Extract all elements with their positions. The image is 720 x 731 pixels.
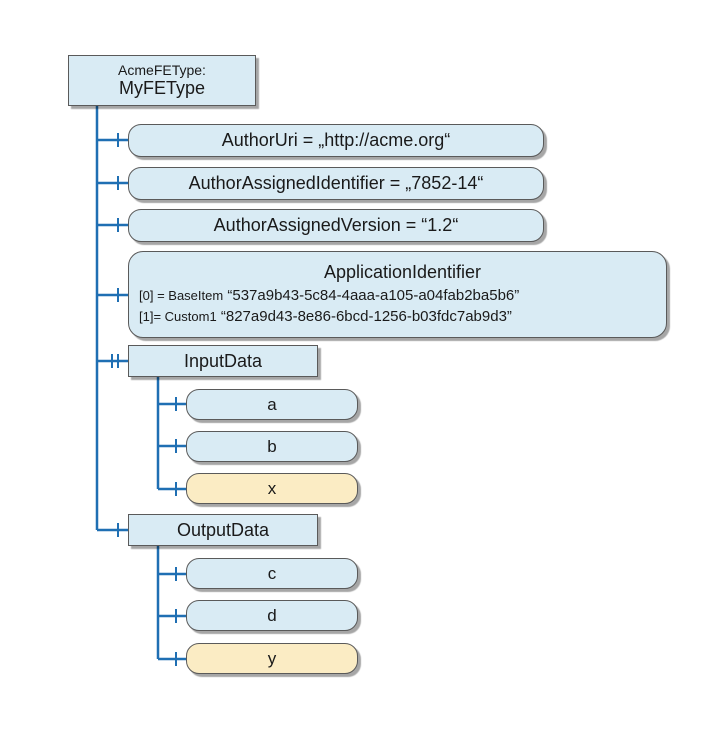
root-type-label: AcmeFEType:: [118, 62, 206, 78]
application-identifier-entry-1: [1]= Custom1 “827a9d43-8e86-6bcd-1256-b0…: [139, 306, 512, 327]
input-data-node[interactable]: InputData: [128, 345, 318, 377]
entry-1-value: “827a9d43-8e86-6bcd-1256-b03fdc7ab9d3”: [220, 308, 512, 325]
root-node-myfetype[interactable]: AcmeFEType: MyFEType: [68, 55, 256, 106]
output-item-c[interactable]: c: [186, 558, 358, 589]
application-identifier-entry-0: [0] = BaseItem “537a9b43-5c84-4aaa-a105-…: [139, 285, 519, 306]
output-data-node[interactable]: OutputData: [128, 514, 318, 546]
entry-1-prefix: [1]= Custom1: [139, 309, 217, 324]
output-item-d[interactable]: d: [186, 600, 358, 631]
entry-0-value: “537a9b43-5c84-4aaa-a105-a04fab2ba5b6”: [227, 287, 520, 304]
output-item-y[interactable]: y: [186, 643, 358, 674]
input-item-x[interactable]: x: [186, 473, 358, 504]
output-data-label: OutputData: [176, 519, 270, 540]
author-assigned-version-node[interactable]: AuthorAssignedVersion = “1.2“: [128, 209, 544, 242]
input-item-b-label: b: [267, 436, 277, 456]
application-identifier-node[interactable]: ApplicationIdentifier [0] = BaseItem “53…: [128, 251, 667, 338]
output-item-d-label: d: [267, 605, 277, 625]
input-data-label: InputData: [183, 350, 263, 371]
author-uri-node[interactable]: AuthorUri = „http://acme.org“: [128, 124, 544, 157]
input-item-a-label: a: [267, 394, 277, 414]
output-item-y-label: y: [267, 648, 277, 668]
input-item-b[interactable]: b: [186, 431, 358, 462]
author-assigned-identifier-node[interactable]: AuthorAssignedIdentifier = „7852-14“: [128, 167, 544, 200]
root-name: MyFEType: [118, 78, 206, 98]
input-item-a[interactable]: a: [186, 389, 358, 420]
entry-0-prefix: [0] = BaseItem: [139, 288, 224, 303]
application-identifier-title: ApplicationIdentifier: [323, 262, 482, 282]
author-assigned-version-label: AuthorAssignedVersion = “1.2“: [213, 215, 459, 235]
author-uri-label: AuthorUri = „http://acme.org“: [221, 130, 451, 150]
input-item-x-label: x: [267, 478, 277, 498]
author-assigned-identifier-label: AuthorAssignedIdentifier = „7852-14“: [188, 173, 484, 193]
output-item-c-label: c: [267, 563, 277, 583]
